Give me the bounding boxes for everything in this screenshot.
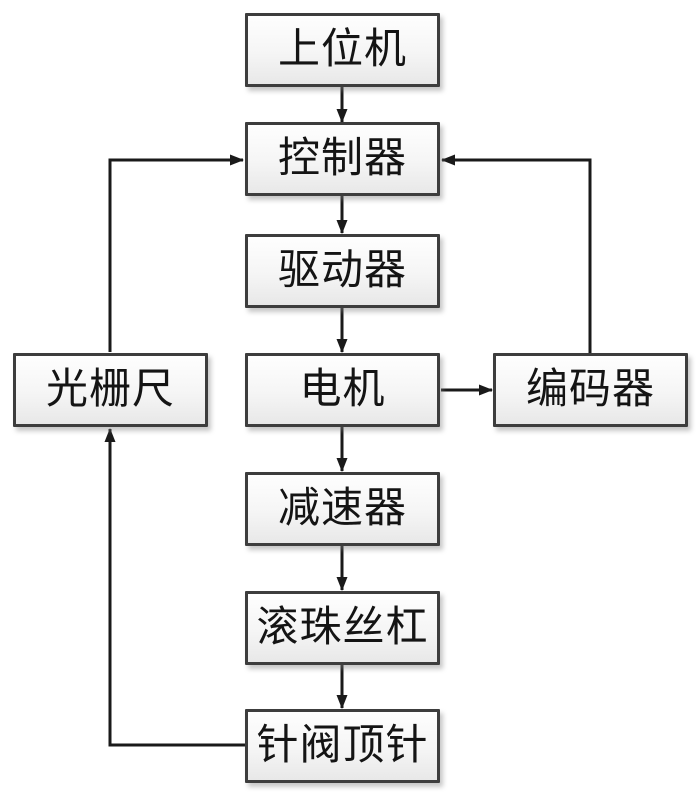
node-host-computer-label: 上位机	[277, 27, 407, 73]
node-motor-label: 电机	[299, 367, 386, 413]
node-encoder-label: 编码器	[525, 367, 655, 413]
node-controller: 控制器	[245, 122, 440, 196]
node-encoder: 编码器	[493, 353, 688, 427]
node-grating-scale: 光栅尺	[13, 353, 208, 427]
node-ball-screw: 滚珠丝杠	[245, 591, 440, 665]
node-motor: 电机	[245, 353, 440, 427]
edge-grating-to-controller	[108, 154, 244, 352]
node-driver: 驱动器	[245, 234, 440, 308]
edge-needle-to-grating	[104, 428, 245, 747]
node-ball-screw-label: 滚珠丝杠	[256, 605, 429, 651]
node-needle-valve-pin-label: 针阀顶针	[256, 723, 429, 769]
node-needle-valve-pin: 针阀顶针	[245, 709, 440, 783]
edge-encoder-to-controller	[441, 154, 592, 353]
node-reducer-label: 减速器	[277, 486, 407, 532]
node-reducer: 减速器	[245, 472, 440, 546]
node-grating-scale-label: 光栅尺	[45, 367, 175, 413]
node-controller-label: 控制器	[277, 136, 407, 182]
node-host-computer: 上位机	[245, 13, 440, 87]
node-driver-label: 驱动器	[277, 248, 407, 294]
